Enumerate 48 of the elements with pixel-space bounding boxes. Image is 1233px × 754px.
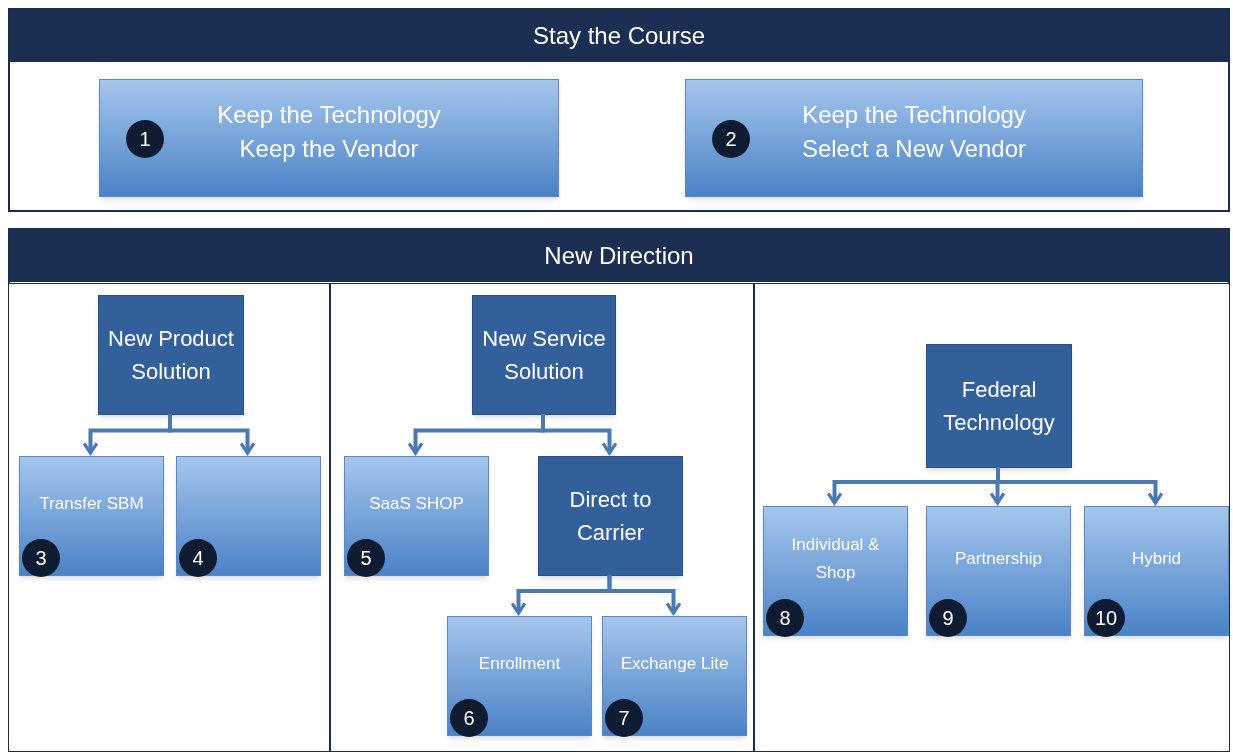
option-box <box>344 456 489 576</box>
box-label: New Service Solution <box>481 325 607 386</box>
box-label: New Product Solution <box>107 325 235 386</box>
connector-arrow <box>168 414 256 455</box>
box-label: Exchange Lite <box>620 653 729 675</box>
category-box <box>926 344 1072 468</box>
box-label: SaaS SHOP <box>369 493 464 515</box>
category-box <box>98 295 244 415</box>
option-box <box>99 79 559 197</box>
section-panel <box>8 8 1230 212</box>
column-panel <box>8 283 330 752</box>
box-label: Transfer SBM <box>39 493 144 515</box>
category-box <box>538 456 683 576</box>
box-label: Enrollment <box>478 653 561 675</box>
callout-number: 4 <box>179 539 217 577</box>
callout-number: 8 <box>766 599 804 637</box>
section-panel <box>8 228 1230 752</box>
callout-number: 10 <box>1087 599 1125 637</box>
section-header: New Direction <box>10 230 1228 282</box>
box-label: Hybrid <box>1131 548 1182 570</box>
column-panel <box>330 283 754 752</box>
column-panel <box>754 283 1230 752</box>
connector-arrow <box>996 467 1164 505</box>
box-label: Federal Technology <box>942 376 1056 437</box>
option-box <box>926 506 1071 636</box>
option-box <box>1084 506 1229 636</box>
callout-number: 5 <box>347 539 385 577</box>
box-label: Keep the Technology Keep the Vendor <box>216 100 442 164</box>
category-box <box>472 295 616 415</box>
section-header: Stay the Course <box>10 10 1228 62</box>
connector-arrow <box>607 575 682 615</box>
option-box <box>447 616 592 736</box>
box-label: Individual & Shop <box>790 534 881 584</box>
callout-number: 6 <box>450 699 488 737</box>
option-box <box>602 616 747 736</box>
callout-number: 2 <box>712 120 750 158</box>
callout-number: 1 <box>126 120 164 158</box>
option-box <box>763 506 908 636</box>
callout-number: 9 <box>929 599 967 637</box>
connector-arrow <box>541 414 618 455</box>
option-box <box>176 456 321 576</box>
box-label: Direct to Carrier <box>568 486 653 547</box>
option-box <box>19 456 164 576</box>
option-box <box>685 79 1143 197</box>
callout-number: 7 <box>605 699 643 737</box>
box-label: Partnership <box>955 548 1042 570</box>
box-label: Keep the Technology Select a New Vendor <box>800 100 1028 164</box>
callout-number: 3 <box>22 539 60 577</box>
